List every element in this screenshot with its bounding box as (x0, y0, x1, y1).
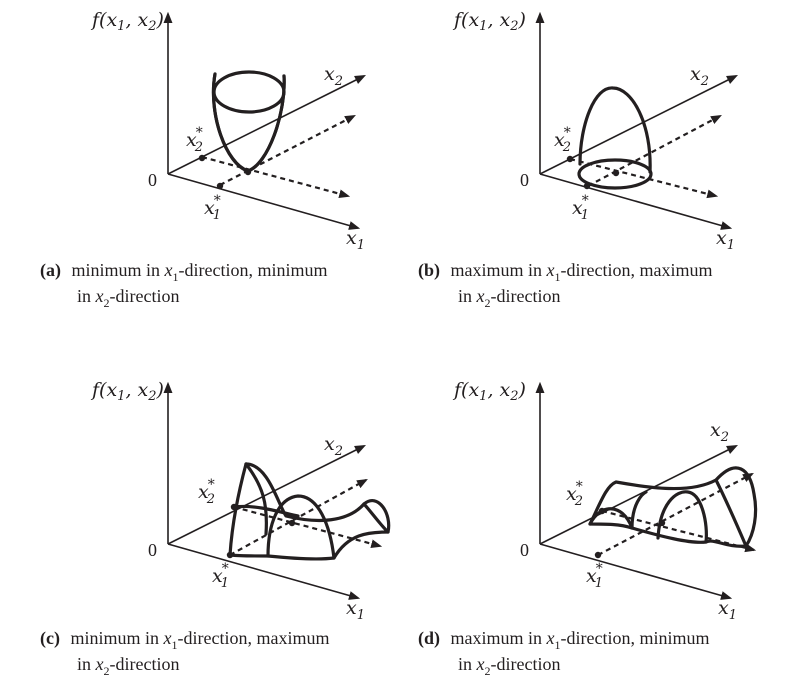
panel-c: f(x1, x2) x2 x1 x*2 x*1 0 (90, 379, 391, 623)
svg-text:(d) maximum in x1-direct: (d) maximum in x1-direction, minimum (418, 628, 709, 652)
x1-axis-label: x1 (718, 597, 737, 623)
origin-label: 0 (520, 170, 529, 190)
panel-d: f(x1, x2) x2 x1 x*2 x*1 0 (452, 379, 758, 623)
svg-text:in x2-direction: in x2-direction (77, 286, 180, 310)
x2-axis-label: x2 (690, 63, 709, 89)
x2-axis-label: x2 (324, 63, 343, 89)
caption-d: (d) maximum in x1-direction, minimum in … (418, 628, 709, 678)
x1-axis-label: x1 (346, 227, 365, 253)
origin-label: 0 (148, 540, 157, 560)
x2-star-label: x*2 (554, 125, 571, 155)
x1-star-label: x*1 (204, 193, 221, 223)
caption-label: (b) (418, 260, 440, 281)
x1-star-label: x*1 (212, 561, 229, 591)
caption-b: (b) maximum in x1-direction, maximum in … (418, 260, 712, 310)
svg-text:in x2-direction: in x2-direction (458, 286, 561, 310)
f-axis-label: f(x1, x2) (90, 379, 164, 404)
caption-a: (a) minimum in x1-direction, minimum in … (40, 260, 328, 310)
x2-axis-label: x2 (324, 433, 343, 459)
panel-b: f(x1, x2) x2 x1 x*2 x*1 0 (452, 9, 736, 253)
f-axis-label: f(x1, x2) (90, 9, 164, 34)
x1-star-label: x*1 (572, 193, 589, 223)
x1-axis-label: x1 (346, 597, 365, 623)
caption-label: (a) (40, 260, 61, 281)
x2-star-label: x*2 (198, 477, 215, 507)
x1-star-label: x*1 (586, 561, 603, 591)
f-axis-label: f(x1, x2) (452, 379, 526, 404)
svg-text:(a) minimum in x1-direct: (a) minimum in x1-direction, minimum (40, 260, 328, 284)
x1-axis-label: x1 (716, 227, 735, 253)
origin-label: 0 (520, 540, 529, 560)
origin-label: 0 (148, 170, 157, 190)
f-axis-label: f(x1, x2) (452, 9, 526, 34)
caption-label: (c) (40, 628, 60, 649)
svg-text:(b) maximum in x1-direct: (b) maximum in x1-direction, maximum (418, 260, 712, 284)
x2-axis-label: x2 (710, 419, 729, 445)
x2-star-label: x*2 (186, 125, 203, 155)
x2-star-label: x*2 (566, 479, 583, 509)
svg-text:in x2-direction: in x2-direction (77, 654, 180, 678)
panel-a: f(x1, x2) x2 x1 x*2 x*1 0 (90, 9, 365, 253)
caption-label: (d) (418, 628, 440, 649)
caption-c: (c) minimum in x1-direction, maximum in … (40, 628, 329, 678)
svg-text:in x2-direction: in x2-direction (458, 654, 561, 678)
svg-text:(c) minimum in x1-direct: (c) minimum in x1-direction, maximum (40, 628, 329, 652)
